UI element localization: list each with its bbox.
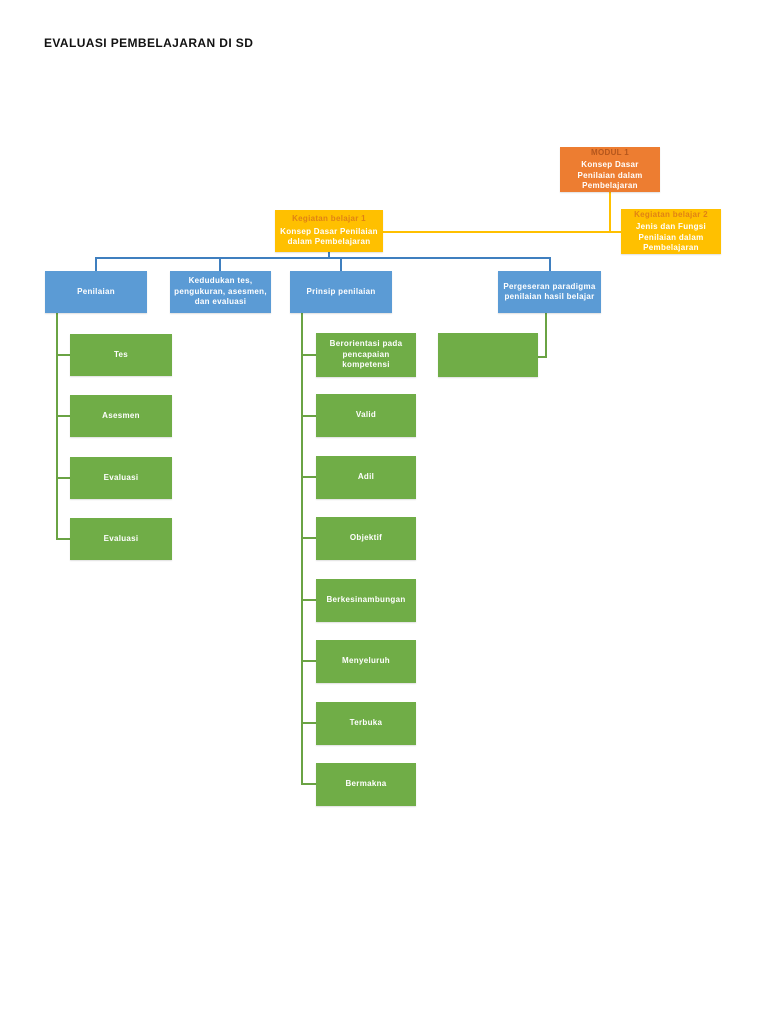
- node-kegiatan-belajar-2: Kegiatan belajar 2 Jenis dan Fungsi Peni…: [621, 209, 721, 254]
- node-prinsip-penilaian: Prinsip penilaian: [290, 271, 392, 313]
- node-penilaian: Penilaian: [45, 271, 147, 313]
- connector-drop-prinsip: [340, 257, 342, 272]
- node-berorientasi: Berorientasi pada pencapaian kompetensi: [316, 333, 416, 377]
- node-kedudukan-tes: Kedudukan tes, pengukuran, asesmen, dan …: [170, 271, 271, 313]
- node-evaluasi-2: Evaluasi: [70, 518, 172, 560]
- node-modul-1-body: Konsep Dasar Penilaian dalam Pembelajara…: [577, 160, 643, 190]
- node-kegiatan-belajar-2-body: Jenis dan Fungsi Penilaian dalam Pembela…: [635, 222, 707, 252]
- node-kegiatan-belajar-1-title: Kegiatan belajar 1: [292, 214, 366, 224]
- node-asesmen: Asesmen: [70, 395, 172, 437]
- connector-drop-kedudukan: [219, 257, 221, 272]
- connector-kegiatan-horizontal: [383, 231, 621, 233]
- node-modul-1-title: MODUL 1: [591, 147, 629, 157]
- node-evaluasi-1: Evaluasi: [70, 457, 172, 499]
- node-tes: Tes: [70, 334, 172, 376]
- connector-stub-asesmen: [56, 415, 70, 417]
- connector-modul1-vertical: [609, 192, 611, 232]
- node-bermakna: Bermakna: [316, 763, 416, 806]
- connector-kegiatan1-drop: [328, 252, 330, 258]
- connector-level3-rail: [95, 257, 551, 259]
- connector-prinsip-spine: [301, 312, 303, 785]
- page-title: EVALUASI PEMBELAJARAN DI SD: [44, 36, 254, 50]
- node-kegiatan-belajar-1: Kegiatan belajar 1 Konsep Dasar Penilaia…: [275, 210, 383, 252]
- node-pergeseran-child-empty: [438, 333, 538, 377]
- node-berkesinambungan: Berkesinambungan: [316, 579, 416, 622]
- connector-stub-evaluasi2: [56, 538, 70, 540]
- node-kegiatan-belajar-2-title: Kegiatan belajar 2: [634, 209, 708, 219]
- connector-stub-bermakna: [301, 783, 316, 785]
- connector-stub-adil: [301, 476, 316, 478]
- connector-stub-objektif: [301, 537, 316, 539]
- connector-stub-valid: [301, 415, 316, 417]
- connector-drop-pergeseran: [549, 257, 551, 272]
- connector-stub-evaluasi1: [56, 477, 70, 479]
- node-modul-1: MODUL 1 Konsep Dasar Penilaian dalam Pem…: [560, 147, 660, 192]
- connector-stub-berorientasi: [301, 354, 316, 356]
- connector-stub-tes: [56, 354, 70, 356]
- connector-stub-pergeseran-child: [538, 356, 547, 358]
- node-pergeseran-paradigma: Pergeseran paradigma penilaian hasil bel…: [498, 271, 601, 313]
- node-adil: Adil: [316, 456, 416, 499]
- connector-penilaian-spine: [56, 312, 58, 540]
- node-terbuka: Terbuka: [316, 702, 416, 745]
- node-valid: Valid: [316, 394, 416, 437]
- connector-pergeseran-spine: [545, 312, 547, 358]
- node-kegiatan-belajar-1-body: Konsep Dasar Penilaian dalam Pembelajara…: [280, 226, 378, 247]
- connector-stub-menyeluruh: [301, 660, 316, 662]
- connector-stub-terbuka: [301, 722, 316, 724]
- connector-stub-berkesinambungan: [301, 599, 316, 601]
- node-objektif: Objektif: [316, 517, 416, 560]
- node-menyeluruh: Menyeluruh: [316, 640, 416, 683]
- connector-drop-penilaian: [95, 257, 97, 272]
